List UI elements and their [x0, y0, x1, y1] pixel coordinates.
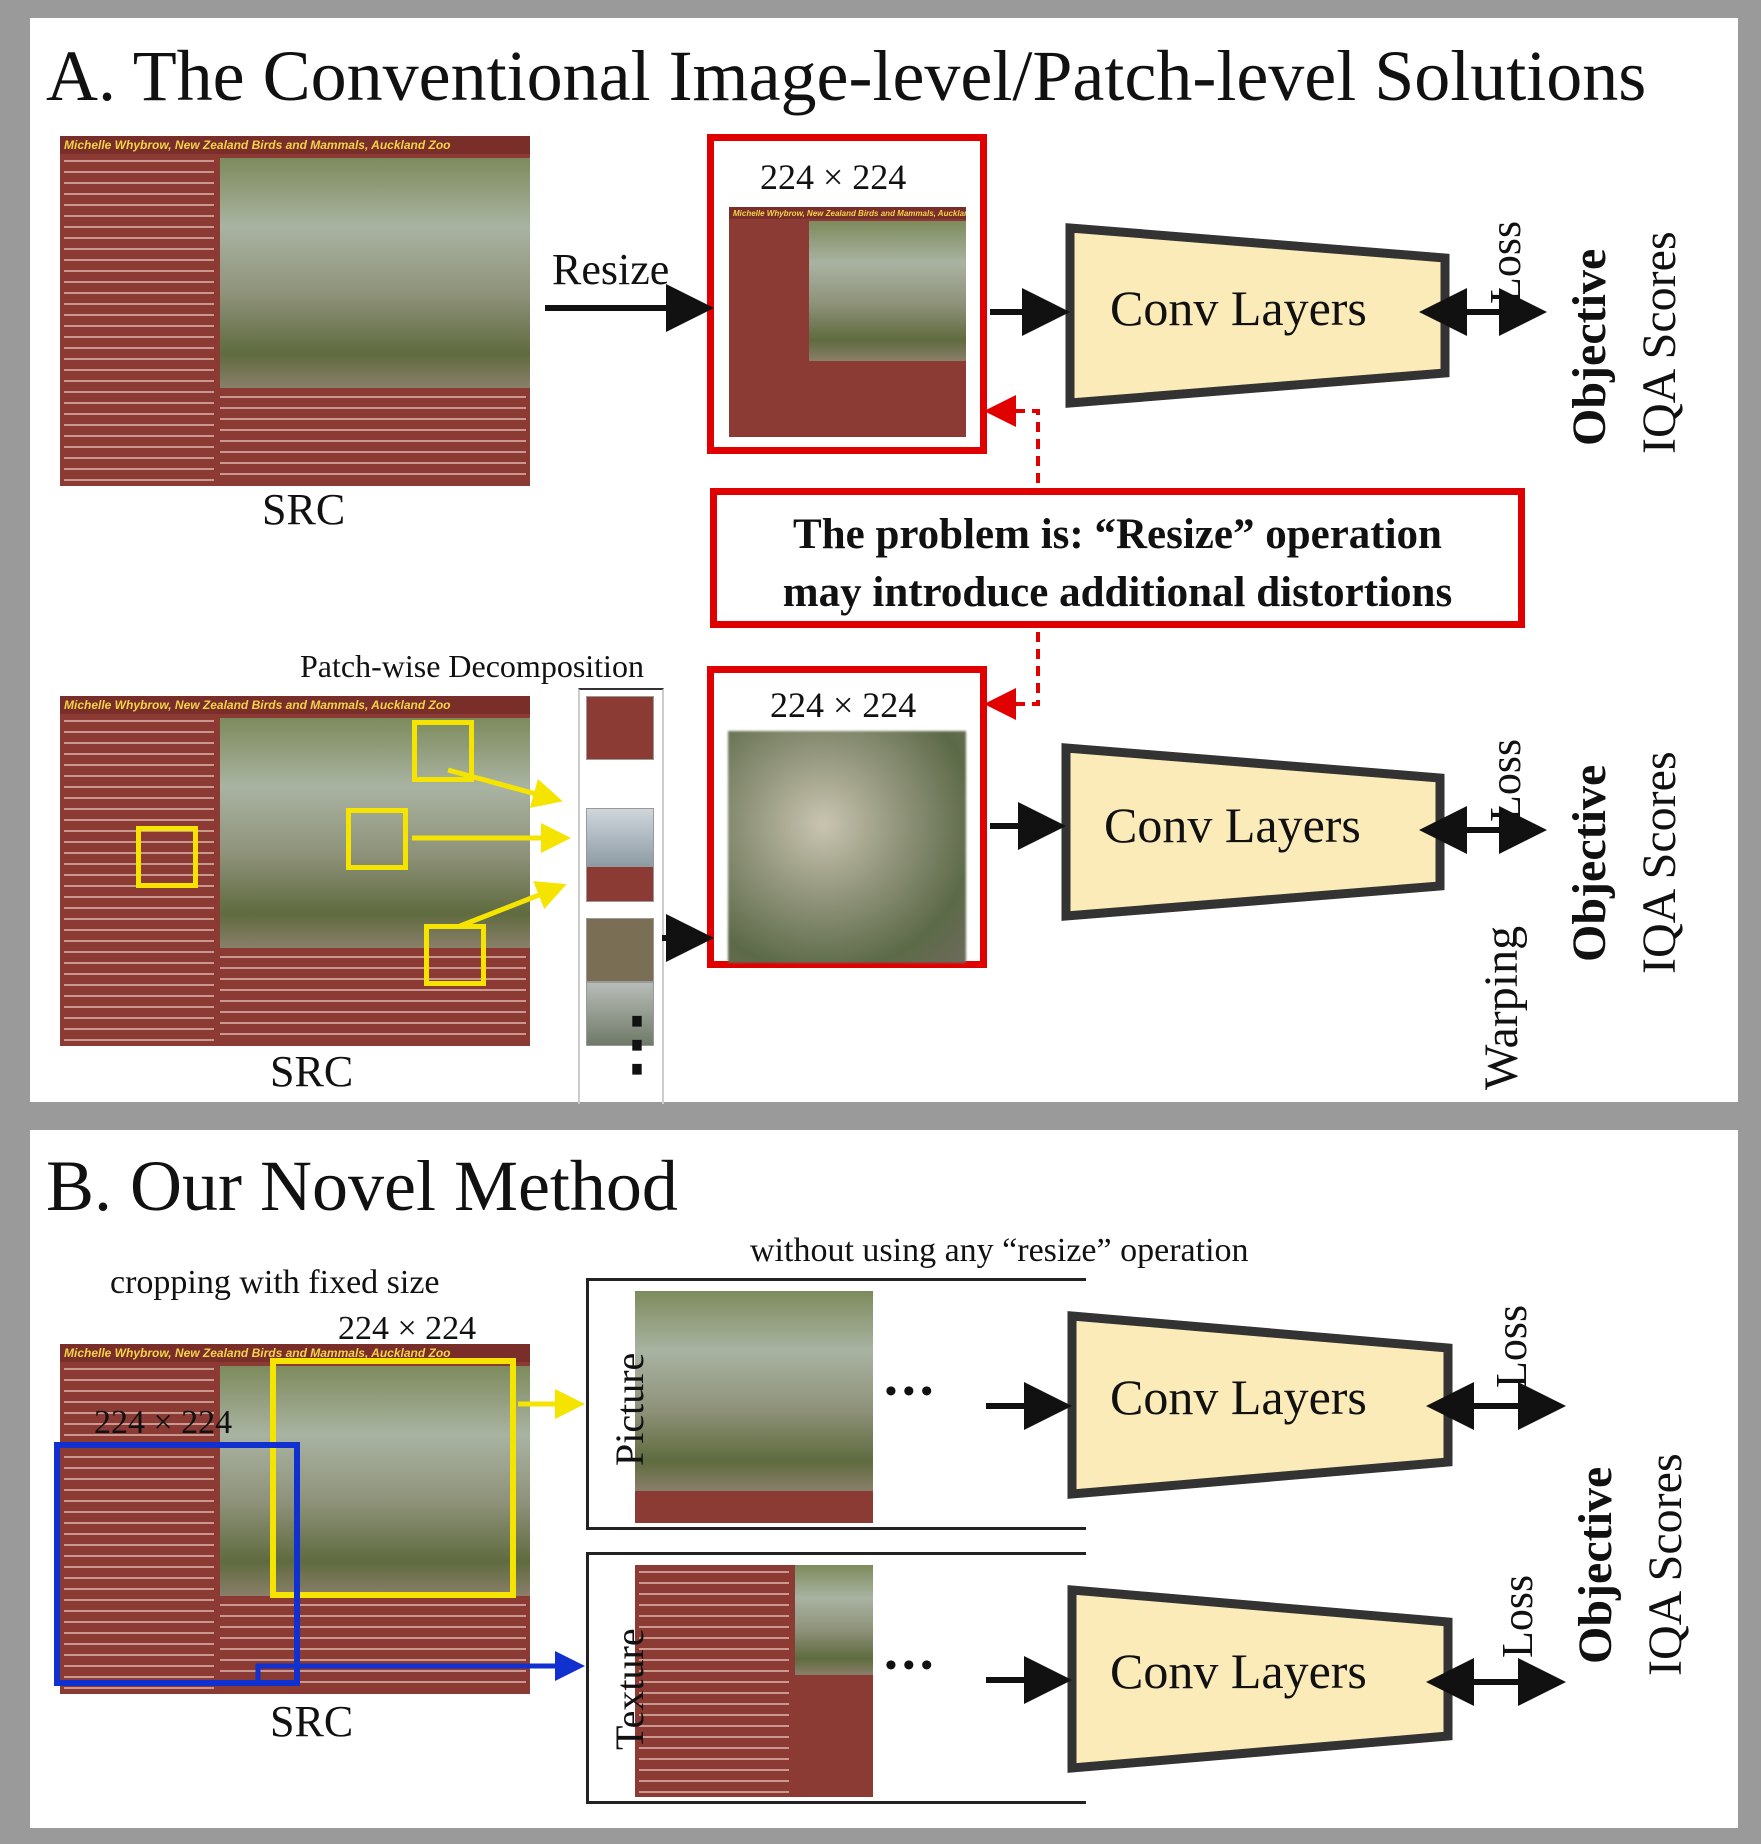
src-text-lower-b	[220, 1604, 526, 1690]
panel-b-title: B. Our Novel Method	[46, 1146, 678, 1226]
src-text-lower-bottom	[220, 956, 526, 1042]
patch-thumb-3	[586, 866, 654, 902]
objective-label-a-top: Objective	[1563, 248, 1616, 446]
problem-line-1: The problem is: “Resize” operation	[793, 511, 1442, 558]
cropping-label: cropping with fixed size	[110, 1264, 440, 1301]
texture-branch-frame: •••	[586, 1552, 1086, 1804]
texture-crop-text	[639, 1571, 789, 1793]
iqa-label-b: IQA Scores	[1639, 1453, 1692, 1676]
resized-image-box: 224 × 224 Michelle Whybrow, New Zealand …	[707, 134, 987, 454]
patch-box-3	[136, 826, 198, 888]
patch-box-1	[412, 720, 474, 782]
conv-label-a-top: Conv Layers	[1110, 280, 1367, 336]
objective-label-b: Objective	[1569, 1466, 1622, 1664]
conv-block-b-top	[1067, 1311, 1453, 1499]
size-label-top: 224 × 224	[760, 157, 907, 197]
size-label-blue: 224 × 224	[94, 1404, 233, 1441]
src-photo-bottom	[220, 718, 530, 948]
patch-thumb-5	[586, 982, 654, 1046]
src-photo	[220, 158, 530, 388]
panel-a-shapes	[412, 223, 1547, 962]
patch-thumb-1	[586, 696, 654, 760]
blurred-patch	[728, 731, 966, 963]
src-header-bottom: Michelle Whybrow, New Zealand Birds and …	[60, 696, 530, 714]
dots-texture: •••	[885, 1647, 939, 1684]
without-resize-label: without using any “resize” operation	[750, 1232, 1249, 1269]
texture-crop-box	[54, 1442, 300, 1686]
patch-arrow-1	[447, 767, 563, 808]
panel-a-title: A. The Conventional Image-level/Patch-le…	[46, 36, 1647, 116]
patch-decomposition-label: Patch-wise Decomposition	[300, 648, 644, 684]
iqa-label-a-top: IQA Scores	[1633, 231, 1686, 454]
resized-image: Michelle Whybrow, New Zealand Birds and …	[729, 207, 966, 437]
picture-branch-frame: •••	[586, 1278, 1086, 1530]
arrow-crop-to-texture	[255, 1651, 585, 1686]
src-label-top: SRC	[262, 485, 346, 534]
objective-label-a-bottom: Objective	[1563, 764, 1616, 962]
src-label-b: SRC	[270, 1697, 354, 1746]
patch-arrow-3	[459, 881, 567, 929]
src-text-lower	[220, 396, 526, 482]
conv-block-b-bottom	[1067, 1585, 1453, 1773]
picture-crop	[635, 1291, 873, 1523]
warping-label: Warping	[1475, 925, 1528, 1090]
loss-label-b-top: Loss	[1487, 1304, 1536, 1388]
size-label-bottom: 224 × 224	[770, 685, 917, 725]
src-image-top: Michelle Whybrow, New Zealand Birds and …	[60, 136, 530, 486]
texture-crop	[635, 1565, 873, 1797]
conv-block-a-top	[1065, 223, 1450, 408]
panel-b-shapes	[255, 1311, 1566, 1773]
loss-label-a-top: Loss	[1481, 220, 1530, 304]
conv-label-a-bottom: Conv Layers	[1104, 797, 1361, 853]
problem-link-bottom	[984, 632, 1040, 720]
src-header-b: Michelle Whybrow, New Zealand Birds and …	[60, 1344, 530, 1362]
panel-a: A. The Conventional Image-level/Patch-le…	[30, 18, 1738, 1104]
resize-label: Resize	[552, 245, 670, 294]
size-label-yellow: 224 × 224	[338, 1310, 477, 1347]
iqa-label-a-bottom: IQA Scores	[1633, 751, 1686, 974]
patch-box-4	[424, 924, 486, 986]
panel-b: B. Our Novel Method without using any “r…	[30, 1130, 1738, 1828]
texture-crop-photo	[795, 1565, 873, 1675]
problem-line-2: may introduce additional distortions	[782, 569, 1453, 616]
picture-crop-photo	[635, 1291, 873, 1491]
resized-photo	[809, 221, 966, 361]
patch-strip: ⋮	[578, 688, 672, 1104]
loss-label-b-bottom: Loss	[1493, 1574, 1542, 1658]
patch-box-2	[346, 808, 408, 870]
src-label-bottom: SRC	[270, 1047, 354, 1096]
src-text-column	[64, 160, 214, 482]
patch-more-dots: ⋮	[602, 1006, 672, 1083]
patch-thumb-2	[586, 808, 654, 868]
picture-crop-box	[270, 1358, 516, 1598]
loss-label-a-bottom: Loss	[1481, 738, 1530, 822]
conv-label-b-bottom: Conv Layers	[1110, 1643, 1367, 1699]
problem-callout: The problem is: “Resize” operation may i…	[710, 488, 1525, 628]
patch-image-box: 224 × 224	[707, 666, 987, 968]
resized-header: Michelle Whybrow, New Zealand Birds and …	[729, 207, 966, 219]
src-text-column-b	[64, 1368, 214, 1690]
problem-link-top	[984, 395, 1040, 483]
dots-picture: •••	[885, 1373, 939, 1410]
src-header: Michelle Whybrow, New Zealand Birds and …	[60, 136, 530, 154]
conv-label-b-top: Conv Layers	[1110, 1369, 1367, 1425]
patch-thumb-4	[586, 918, 654, 982]
conv-block-a-bottom	[1061, 743, 1445, 921]
